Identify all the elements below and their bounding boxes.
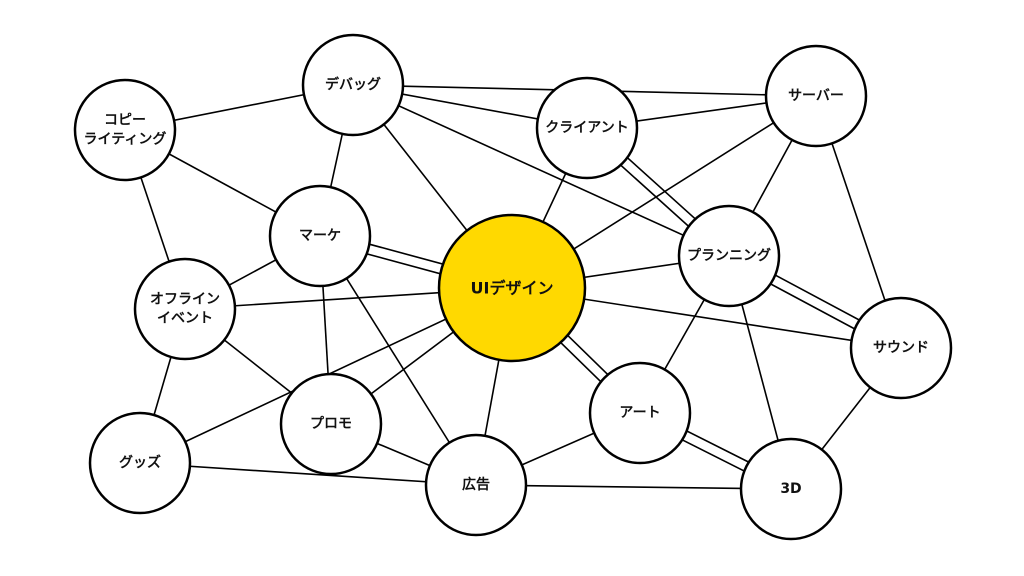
node-label: ライティング (84, 131, 167, 148)
node-circle (73, 78, 177, 182)
node-label: イベント (157, 311, 213, 327)
edge-ad-3d (475, 484, 792, 490)
node-client[interactable]: クライアント (535, 76, 639, 180)
node-label: デバッグ (325, 76, 381, 93)
node-circle (535, 76, 639, 180)
node-label: 3D (780, 481, 801, 497)
node-sound[interactable]: サウンド (849, 296, 953, 400)
node-label: プランニング (687, 247, 771, 264)
node-circle (588, 361, 692, 465)
node-3d[interactable]: 3D (739, 437, 843, 541)
node-circle (424, 433, 528, 537)
node-circle (268, 184, 372, 288)
edge-goods-ad (139, 462, 477, 486)
node-circle (764, 44, 868, 148)
node-art[interactable]: アート (588, 361, 692, 465)
node-circle (739, 437, 843, 541)
node-label: プロモ (310, 416, 352, 432)
node-circle (133, 257, 237, 361)
node-label: UIデザイン (471, 279, 554, 298)
node-circle (279, 372, 383, 476)
node-promo[interactable]: プロモ (279, 372, 383, 476)
edge-debug-planning (352, 84, 730, 257)
node-circle (301, 33, 405, 137)
node-label: サーバー (788, 88, 844, 104)
node-label: クライアント (545, 120, 628, 136)
node-label: オフライン (150, 292, 220, 308)
node-circle (849, 296, 953, 400)
node-label: グッズ (119, 454, 161, 471)
node-debug[interactable]: デバッグ (301, 33, 405, 137)
node-circle (677, 204, 781, 308)
node-circle (88, 411, 192, 515)
node-marke[interactable]: マーケ (268, 184, 372, 288)
node-label: マーケ (299, 228, 341, 244)
node-label: コピー (104, 113, 146, 129)
node-server[interactable]: サーバー (764, 44, 868, 148)
node-ui[interactable]: UIデザイン (437, 213, 587, 363)
node-label: アート (619, 405, 660, 421)
nodes: UIデザインデバッグコピーライティングクライアントサーバーマーケプランニングオフ… (73, 33, 953, 541)
node-label: 広告 (462, 476, 490, 493)
node-label: サウンド (873, 340, 929, 356)
node-ad[interactable]: 広告 (424, 433, 528, 537)
node-goods[interactable]: グッズ (88, 411, 192, 515)
node-circle (437, 213, 587, 363)
node-planning[interactable]: プランニング (677, 204, 781, 308)
